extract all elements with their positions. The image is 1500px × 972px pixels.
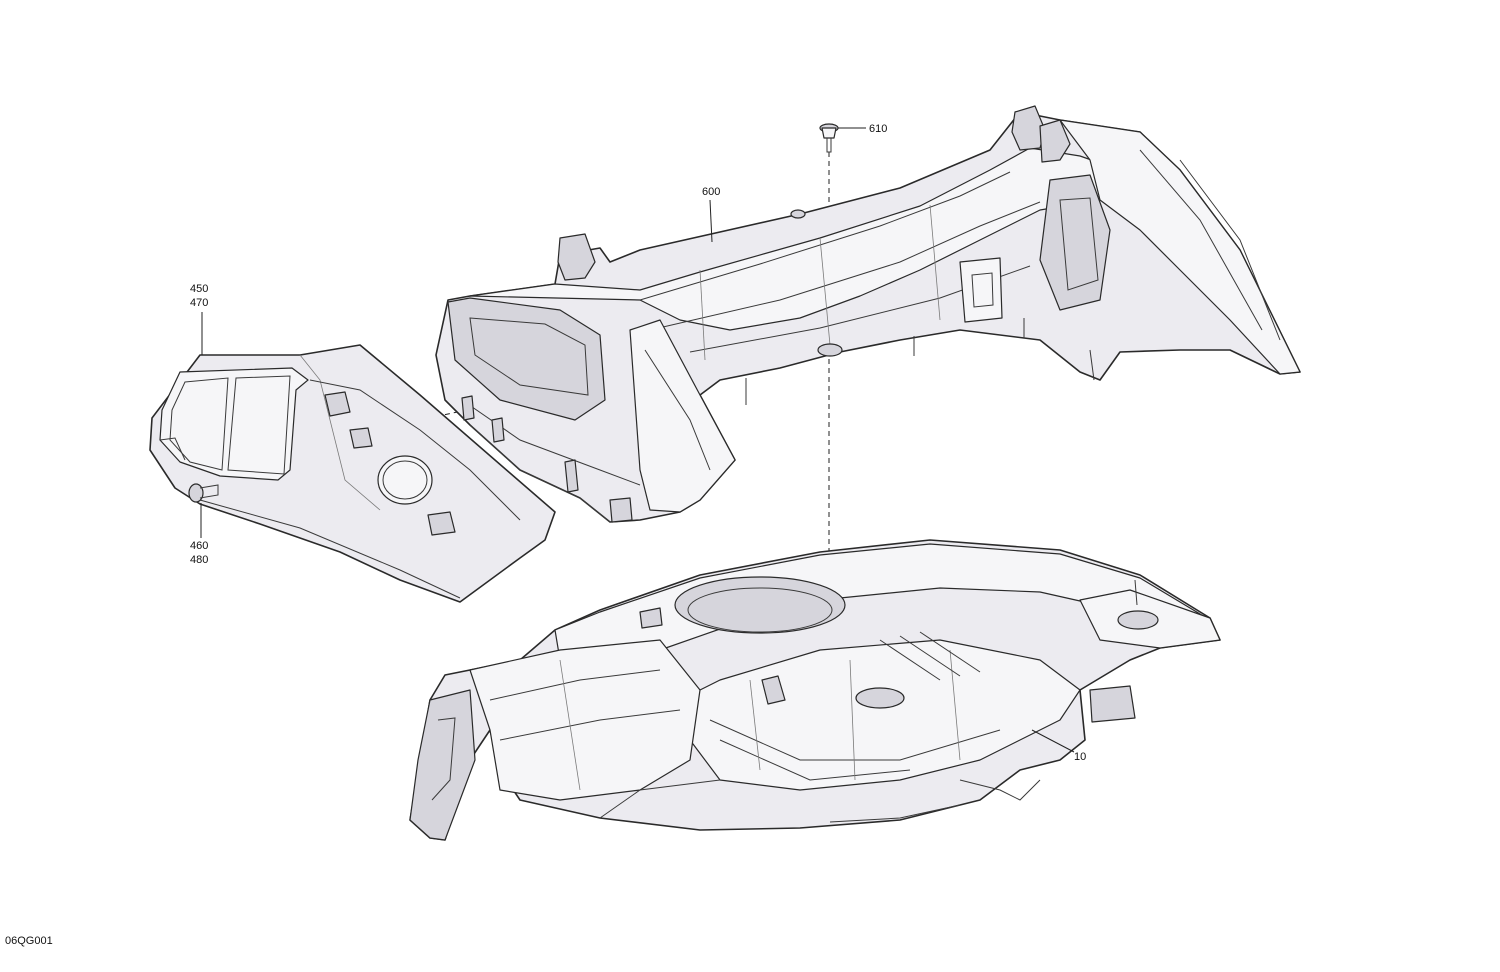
callout-460: 460 [190,540,208,552]
callout-610: 610 [869,123,887,135]
screw-part-610 [819,123,839,153]
gauge-opening [377,455,433,505]
drawing-code: 06QG001 [5,935,53,947]
callout-600: 600 [702,186,720,198]
screw-part-460 [188,483,219,503]
tank-well [674,576,846,634]
leader-10 [1031,729,1075,753]
side-panel-part-450 [149,344,556,603]
callout-450: 450 [190,283,208,295]
callout-10: 10 [1074,751,1086,763]
air-duct-part-600 [435,105,1301,523]
callout-470: 470 [190,297,208,309]
leader-600 [709,199,713,243]
lower-body-part-10 [409,539,1221,841]
callout-480: 480 [190,554,208,566]
